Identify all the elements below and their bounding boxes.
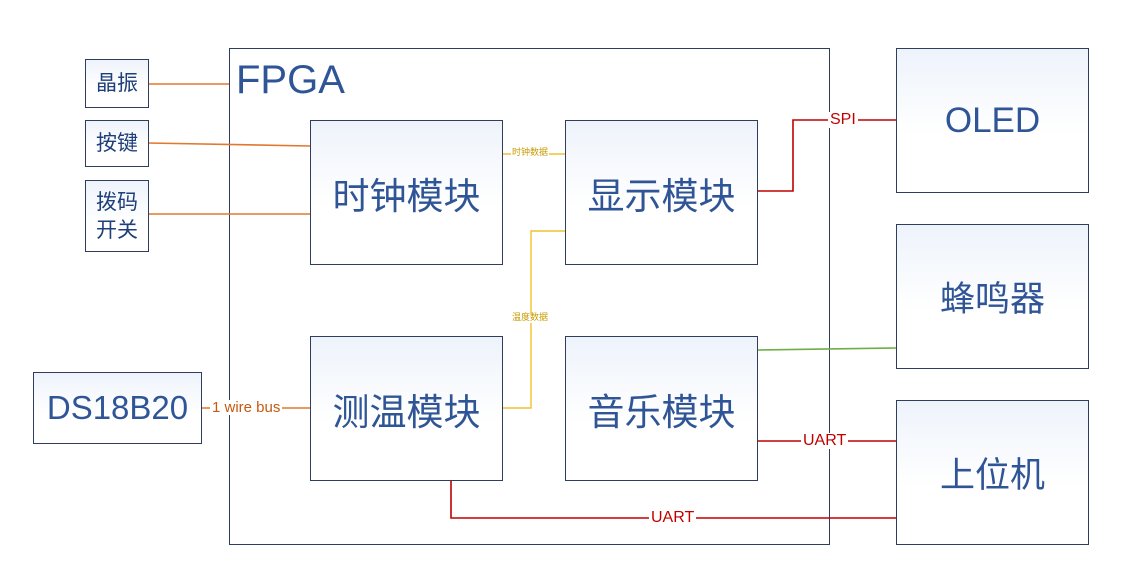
temperature-module-label: 测温模块	[332, 390, 481, 434]
clock-data-label: 时钟数据	[511, 148, 550, 158]
button-box: 按键	[85, 120, 149, 167]
button-label: 按键	[96, 131, 138, 156]
music-module-label: 音乐模块	[587, 390, 736, 434]
host-box: 上位机	[896, 400, 1089, 545]
wire-spi	[757, 119, 896, 192]
wire-buzzer	[756, 347, 897, 351]
wire-button	[147, 142, 311, 147]
display-module-label: 显示模块	[587, 174, 736, 218]
uart-temp-label: UART	[649, 509, 697, 526]
music-module: 音乐模块	[565, 336, 758, 481]
temperature-module: 测温模块	[310, 336, 503, 481]
sensor-label: DS18B20	[46, 389, 189, 426]
crystal-box: 晶振	[85, 59, 149, 108]
uart-music-label: UART	[801, 432, 849, 449]
dip-switch-box: 拨码 开关	[85, 180, 149, 252]
fpga-title: FPGA	[236, 58, 345, 102]
host-label: 上位机	[939, 456, 1045, 496]
buzzer-box: 蜂鸣器	[896, 224, 1089, 369]
clock-module: 时钟模块	[310, 120, 503, 265]
spi-label: SPI	[828, 111, 858, 128]
display-module: 显示模块	[565, 120, 758, 265]
crystal-label: 晶振	[96, 71, 138, 96]
dip-switch-label-line2: 开关	[96, 218, 138, 242]
clock-module-label: 时钟模块	[332, 174, 481, 218]
buzzer-label: 蜂鸣器	[939, 280, 1045, 320]
wire-uart-temp	[450, 481, 896, 519]
oled-box: OLED	[896, 48, 1089, 193]
dip-switch-label-line1: 拨码	[96, 189, 138, 214]
sensor-box: DS18B20	[33, 372, 202, 444]
oled-label: OLED	[944, 100, 1041, 140]
one-wire-label: 1 wire bus	[210, 399, 283, 416]
fpga-boundary	[229, 48, 830, 545]
temp-data-label: 温度数据	[511, 313, 550, 323]
